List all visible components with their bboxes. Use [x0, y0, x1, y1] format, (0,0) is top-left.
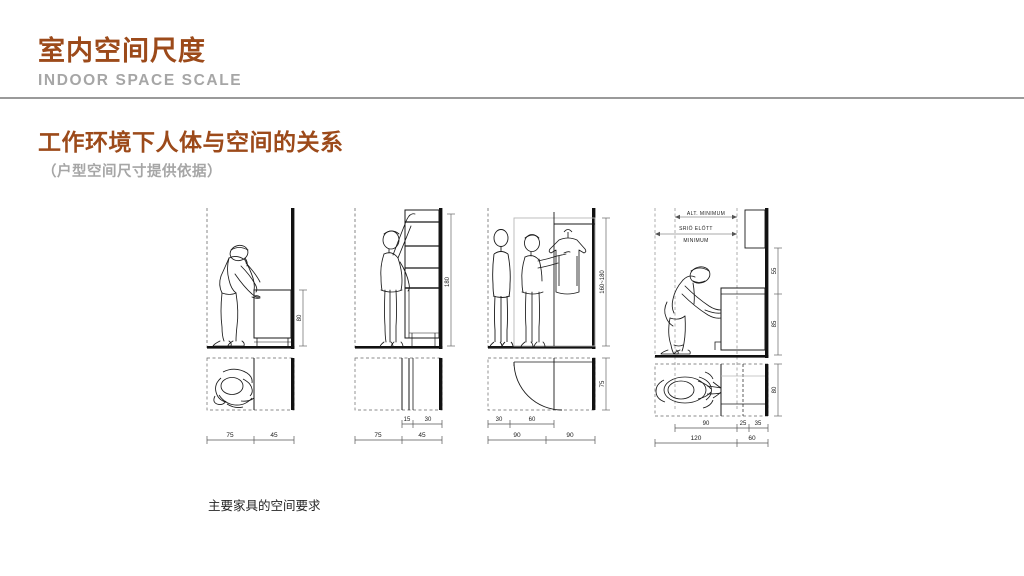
section-subtitle: （户型空间尺寸提供依据） [42, 164, 222, 180]
panel-2-dim-depth-b: 45 [418, 432, 426, 439]
panel-1-dim-depth-b: 45 [270, 432, 278, 439]
panel-3-dim-d: 90 [566, 432, 574, 439]
figure-caption: 主要家具的空间要求 [208, 499, 321, 513]
figure-area: 80 [195, 200, 805, 465]
panel-4-dim-desk: 85 [772, 320, 778, 327]
panel-4-dim-upper: 55 [772, 267, 778, 274]
panel-4-label-alt-minimum: ALT. MINIMUM [687, 211, 725, 217]
header-divider [0, 97, 1024, 99]
panel-3-dim-a: 30 [496, 417, 503, 423]
panel-4-dim-b: 25 [740, 421, 747, 427]
panel-4-dim-e: 60 [748, 435, 756, 442]
diagram-panel-wardrobe: 160~180 75 [480, 200, 625, 465]
page-subtitle-en: INDOOR SPACE SCALE [38, 72, 243, 89]
panel-4-label-minimum: MINIMUM [683, 238, 708, 244]
diagram-panel-bending-at-counter: 80 [195, 200, 340, 465]
diagram-panel-reaching-high-shelf: 180 15 30 [343, 200, 488, 465]
panel-3-dim-c: 90 [513, 432, 521, 439]
panel-3-dim-height: 160~180 [600, 270, 606, 294]
page-title: 室内空间尺度 [38, 36, 206, 66]
panel-1-drawing: 80 [206, 208, 307, 444]
panel-2-drawing: 180 15 30 [354, 208, 455, 444]
panel-3-dim-plan-depth: 75 [600, 380, 606, 387]
panel-2-dim-depth-a: 75 [374, 432, 382, 439]
panel-3-dim-b: 60 [529, 417, 536, 423]
panel-4-dim-a: 90 [703, 421, 710, 427]
panel-2-dim-height: 180 [445, 276, 451, 287]
panel-1-dim-depth-a: 75 [226, 432, 234, 439]
panel-4-label-srio-elott: SRIÖ ELŐTT [679, 225, 713, 232]
panel-4-dim-d: 120 [691, 435, 702, 442]
panel-3-drawing: 160~180 75 [487, 208, 610, 444]
diagram-panel-seated-at-desk: ALT. MINIMUM SRIÖ ELŐTT MINIMUM [637, 200, 782, 465]
slide-header: 室内空间尺度 INDOOR SPACE SCALE [0, 0, 1024, 100]
panel-4-dim-c: 35 [755, 421, 762, 427]
panel-2-dim-shelf-a: 15 [404, 417, 411, 423]
panel-1-dim-height: 80 [297, 314, 303, 321]
panel-4-dim-plan-depth: 80 [772, 386, 778, 393]
panel-4-drawing: ALT. MINIMUM SRIÖ ELŐTT MINIMUM [654, 208, 782, 447]
section-title: 工作环境下人体与空间的关系 [38, 129, 344, 155]
panel-2-dim-shelf-b: 30 [425, 417, 432, 423]
